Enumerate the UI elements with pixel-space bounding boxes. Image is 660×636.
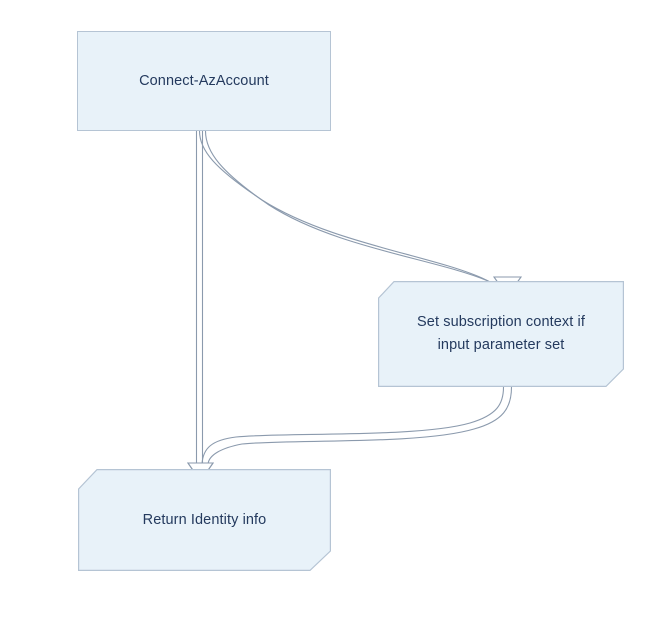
node-set-subscription-context[interactable]: Set subscription context if input parame… — [378, 281, 624, 387]
node-set-subscription-context-shape — [378, 281, 624, 387]
node-connect-azaccount-label: Connect-AzAccount — [139, 72, 269, 89]
connector-connect-to-return — [186, 131, 215, 482]
connector-setcontext-to-return — [186, 386, 513, 482]
node-return-identity-info[interactable]: Return Identity info — [78, 469, 331, 571]
node-return-identity-info-label: Return Identity info — [142, 511, 267, 528]
node-connect-azaccount[interactable]: Connect-AzAccount — [77, 31, 331, 131]
node-return-identity-info-shape — [78, 469, 331, 571]
node-set-subscription-context-label: Set subscription context if input parame… — [417, 314, 585, 353]
connector-connect-to-setcontext — [198, 130, 523, 301]
